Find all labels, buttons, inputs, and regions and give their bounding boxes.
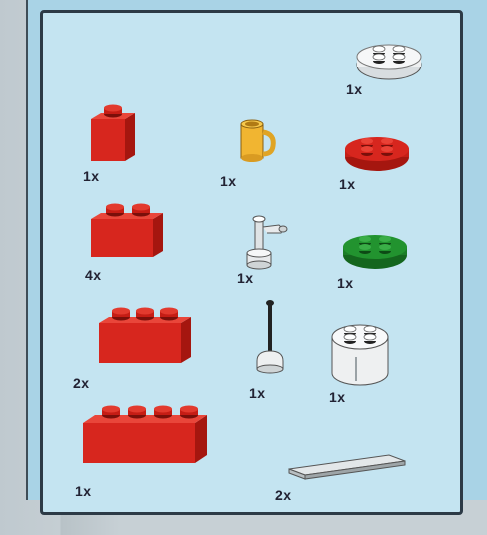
qty-yellow-cup: 1x <box>220 173 237 189</box>
white-lever-icon <box>251 297 295 379</box>
qty-red-brick-1x3: 2x <box>73 375 90 391</box>
part-red-round-plate <box>341 131 413 175</box>
qty-red-round-plate: 1x <box>339 176 356 192</box>
qty-white-round-brick: 1x <box>329 389 346 405</box>
qty-red-brick-1x1: 1x <box>83 168 100 184</box>
white-tap-icon <box>239 213 299 271</box>
gray-tile-icon <box>285 441 409 481</box>
part-white-round-plate <box>353 41 425 85</box>
part-yellow-cup <box>235 116 279 166</box>
red-brick-1x2-icon <box>87 201 167 261</box>
part-red-brick-1x4 <box>79 401 211 469</box>
qty-red-brick-1x4: 1x <box>75 483 92 499</box>
part-white-lever <box>251 297 295 379</box>
part-white-tap <box>239 213 299 271</box>
qty-white-lever: 1x <box>249 385 266 401</box>
white-round-brick-icon <box>328 317 392 389</box>
qty-red-brick-1x2: 4x <box>85 267 102 283</box>
part-red-brick-1x2 <box>87 201 167 261</box>
white-round-plate-icon <box>353 41 425 85</box>
green-round-plate-icon <box>339 227 411 273</box>
parts-list-panel: 1x 1x 1x <box>40 10 463 515</box>
red-round-plate-icon <box>341 131 413 175</box>
part-red-brick-1x3 <box>95 305 195 367</box>
part-red-brick-1x1 <box>87 103 139 165</box>
qty-white-round-plate: 1x <box>346 81 363 97</box>
part-gray-tile <box>285 441 409 481</box>
red-brick-1x3-icon <box>95 305 195 367</box>
red-brick-1x1-icon <box>87 103 139 165</box>
qty-gray-tile: 2x <box>275 487 292 503</box>
red-brick-1x4-icon <box>79 401 211 469</box>
part-green-round-plate <box>339 227 411 273</box>
yellow-cup-icon <box>235 116 279 166</box>
part-white-round-brick <box>328 317 392 389</box>
qty-green-round-plate: 1x <box>337 275 354 291</box>
qty-white-tap: 1x <box>237 270 254 286</box>
